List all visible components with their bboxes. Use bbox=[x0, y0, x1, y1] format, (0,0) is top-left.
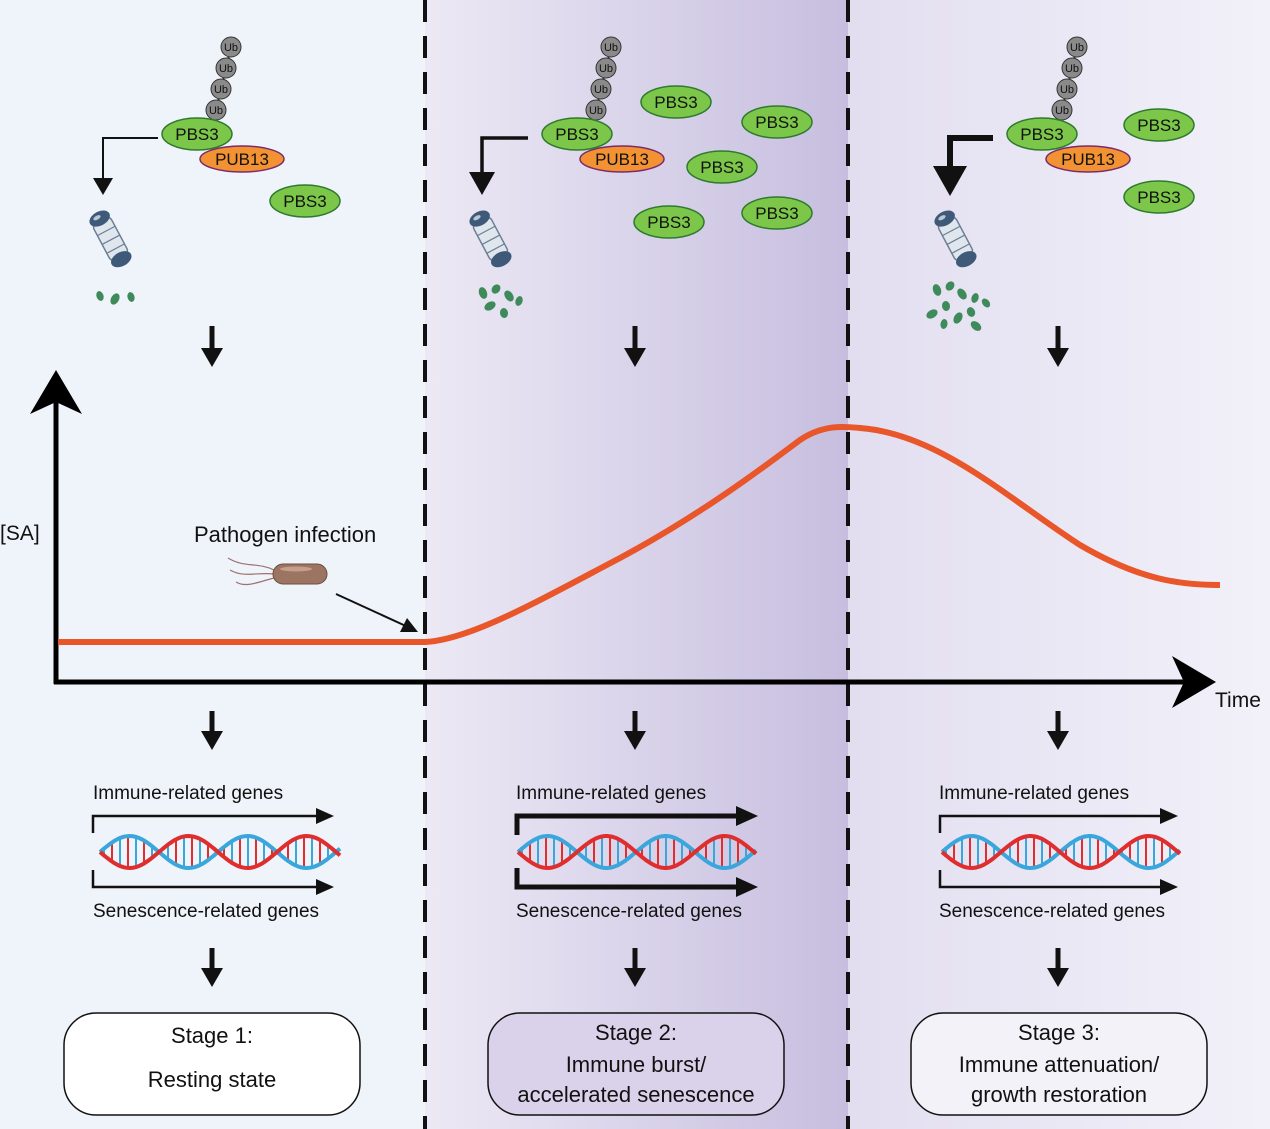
down-arrow bbox=[201, 948, 223, 987]
stage-title: Stage 3: bbox=[1018, 1020, 1100, 1045]
dna-helix bbox=[516, 833, 758, 871]
stage1-box bbox=[63, 1012, 361, 1116]
svg-text:Ub: Ub bbox=[1070, 42, 1084, 54]
free-pbs3 bbox=[269, 184, 341, 218]
svg-text:Ub: Ub bbox=[214, 84, 228, 96]
pub13-label: PUB13 bbox=[215, 150, 269, 169]
down-arrow bbox=[624, 948, 646, 987]
stage-description: accelerated senescence bbox=[517, 1082, 754, 1107]
degradation-arrow bbox=[102, 137, 158, 180]
degraded-fragments bbox=[926, 281, 991, 331]
immune-gene-arrow bbox=[938, 808, 1178, 833]
degraded-fragments bbox=[96, 291, 135, 305]
stage-description: Immune attenuation/ bbox=[959, 1052, 1160, 1077]
y-axis-label: [SA] bbox=[0, 522, 40, 545]
dna-strand-red bbox=[940, 833, 1182, 871]
svg-text:Ub: Ub bbox=[594, 84, 608, 96]
dna-strand-red bbox=[98, 833, 342, 871]
infection-arrow bbox=[335, 593, 418, 632]
svg-text:PUB13: PUB13 bbox=[1061, 150, 1115, 169]
svg-text:Ub: Ub bbox=[219, 63, 233, 75]
svg-text:PBS3: PBS3 bbox=[755, 204, 798, 223]
pub13-protein bbox=[1045, 145, 1131, 173]
down-arrow bbox=[624, 711, 646, 750]
stage2-box bbox=[487, 1012, 785, 1116]
svg-text:Ub: Ub bbox=[1060, 84, 1074, 96]
down-arrow bbox=[201, 326, 223, 367]
svg-text:PBS3: PBS3 bbox=[1020, 125, 1063, 144]
pbs3-label: PBS3 bbox=[175, 125, 218, 144]
x-axis bbox=[54, 656, 1216, 708]
proteasome-icon bbox=[89, 210, 132, 268]
immune-genes-label: Immune-related genes bbox=[516, 783, 706, 804]
stage3-background bbox=[848, 0, 1270, 1129]
senescence-gene-arrow bbox=[91, 870, 334, 895]
dna-helix bbox=[940, 833, 1182, 871]
svg-text:Ub: Ub bbox=[1065, 63, 1079, 75]
ub-chain-1: Ub Ub Ub Ub bbox=[205, 36, 242, 121]
immune-gene-arrow bbox=[91, 808, 334, 833]
down-arrow bbox=[1047, 326, 1069, 367]
svg-text:Ub: Ub bbox=[224, 42, 238, 54]
x-axis-label: Time bbox=[1215, 689, 1261, 712]
degradation-arrow bbox=[480, 136, 528, 175]
y-axis bbox=[30, 370, 82, 684]
pub13-protein bbox=[199, 145, 285, 173]
stage1-background bbox=[0, 0, 425, 1129]
senescence-gene-arrow bbox=[514, 868, 758, 897]
svg-text:PBS3: PBS3 bbox=[1137, 116, 1180, 135]
svg-text:PBS3: PBS3 bbox=[647, 213, 690, 232]
senescence-genes-label: Senescence-related genes bbox=[939, 901, 1165, 922]
ub-chain-2: Ub Ub Ub Ub bbox=[585, 36, 622, 121]
svg-text:PBS3: PBS3 bbox=[654, 93, 697, 112]
svg-text:Ub: Ub bbox=[209, 105, 223, 117]
pub13-protein bbox=[579, 145, 665, 173]
stage-title: Stage 1: bbox=[171, 1023, 253, 1048]
svg-text:Ub: Ub bbox=[589, 105, 603, 117]
stage-title: Stage 2: bbox=[595, 1020, 677, 1045]
free-pbs3-group: PBS3 PBS3 bbox=[1123, 108, 1195, 214]
down-arrow bbox=[624, 326, 646, 367]
immune-gene-arrow bbox=[514, 806, 758, 835]
dna-helix bbox=[98, 833, 342, 871]
degraded-fragments bbox=[478, 284, 523, 318]
dna-strand-red bbox=[516, 833, 758, 871]
free-pbs3-group: PBS3 PBS3 PBS3 PBS3 PBS3 bbox=[633, 85, 813, 239]
svg-text:Ub: Ub bbox=[1055, 105, 1069, 117]
svg-text:PBS3: PBS3 bbox=[283, 192, 326, 211]
senescence-gene-arrow bbox=[938, 870, 1178, 895]
pbs3-complex-protein bbox=[1006, 117, 1078, 151]
proteasome-icon bbox=[934, 210, 977, 268]
stage2-background bbox=[425, 0, 848, 1129]
senescence-genes-label: Senescence-related genes bbox=[93, 901, 319, 922]
pbs3-complex-protein bbox=[161, 117, 233, 151]
dna-strand-blue bbox=[98, 833, 342, 871]
pbs3-complex-protein bbox=[541, 117, 613, 151]
sa-level-curve bbox=[58, 423, 1221, 645]
ub-chain-3: Ub Ub Ub Ub bbox=[1051, 36, 1088, 121]
stage3-box bbox=[910, 1012, 1208, 1116]
svg-text:PBS3: PBS3 bbox=[1137, 188, 1180, 207]
svg-text:PUB13: PUB13 bbox=[595, 150, 649, 169]
svg-text:Ub: Ub bbox=[599, 63, 613, 75]
svg-text:Ub: Ub bbox=[604, 42, 618, 54]
stage-description: growth restoration bbox=[971, 1082, 1147, 1107]
pathogen-infection-label: Pathogen infection bbox=[194, 522, 376, 547]
senescence-genes-label: Senescence-related genes bbox=[516, 901, 742, 922]
svg-text:PBS3: PBS3 bbox=[700, 158, 743, 177]
immune-genes-label: Immune-related genes bbox=[93, 783, 283, 804]
down-arrow bbox=[201, 711, 223, 750]
down-arrow bbox=[1047, 711, 1069, 750]
stage-description: Immune burst/ bbox=[566, 1052, 707, 1077]
immune-genes-label: Immune-related genes bbox=[939, 783, 1129, 804]
svg-text:PBS3: PBS3 bbox=[555, 125, 598, 144]
degradation-arrow bbox=[947, 135, 993, 170]
down-arrow bbox=[1047, 948, 1069, 987]
bacterium-icon bbox=[227, 557, 328, 586]
stage-description: Resting state bbox=[148, 1067, 276, 1092]
proteasome-icon bbox=[469, 210, 512, 268]
svg-text:PBS3: PBS3 bbox=[755, 113, 798, 132]
